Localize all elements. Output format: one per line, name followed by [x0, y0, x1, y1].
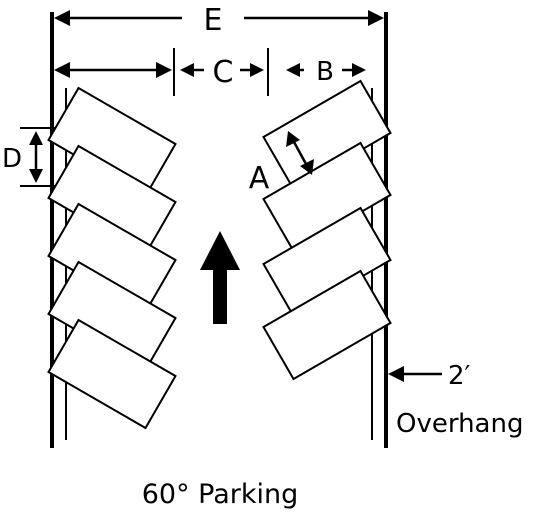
- dimension-a-arrowhead-bottom: [300, 159, 314, 175]
- dimension-b-arrowhead-left: [286, 63, 300, 77]
- overhang-callout: [388, 366, 442, 382]
- dimension-c-arrowhead-left: [180, 63, 194, 77]
- dimension-d-arrowhead-bottom: [29, 169, 43, 183]
- dimension-b-label: B: [316, 57, 334, 87]
- overhang-label: Overhang: [396, 409, 523, 439]
- diagram-caption: 60° Parking: [142, 479, 299, 510]
- dimension-d-label: D: [2, 144, 22, 174]
- right-stall: [262, 269, 392, 381]
- overhang-dimension-label: 2′: [448, 361, 471, 391]
- dimension-e: [54, 10, 384, 26]
- dimension-d: [20, 127, 56, 187]
- left-stall-dimension-arrowhead-right: [156, 62, 172, 78]
- dimension-d-arrowhead-top: [29, 131, 43, 145]
- dimension-a-arrowhead-top: [286, 131, 300, 147]
- dimension-a: [286, 131, 314, 175]
- dimension-row-2: [54, 48, 366, 96]
- dimension-a-line: [292, 141, 308, 165]
- left-stall-dimension-arrowhead-left: [54, 62, 70, 78]
- right-stalls: [262, 79, 392, 381]
- left-stall: [47, 318, 177, 430]
- dimension-c-arrowhead-right: [250, 63, 264, 77]
- dimension-c-label: C: [213, 55, 234, 90]
- dimension-e-arrowhead-left: [54, 10, 70, 26]
- dimension-e-label: E: [204, 3, 223, 38]
- overhang-pointer-arrowhead: [388, 366, 404, 382]
- dimension-a-label: A: [249, 161, 270, 196]
- left-stalls: [47, 86, 177, 430]
- dimension-e-arrowhead-right: [368, 10, 384, 26]
- dimension-b-arrowhead-right: [352, 63, 366, 77]
- up-arrow-icon: [200, 231, 240, 324]
